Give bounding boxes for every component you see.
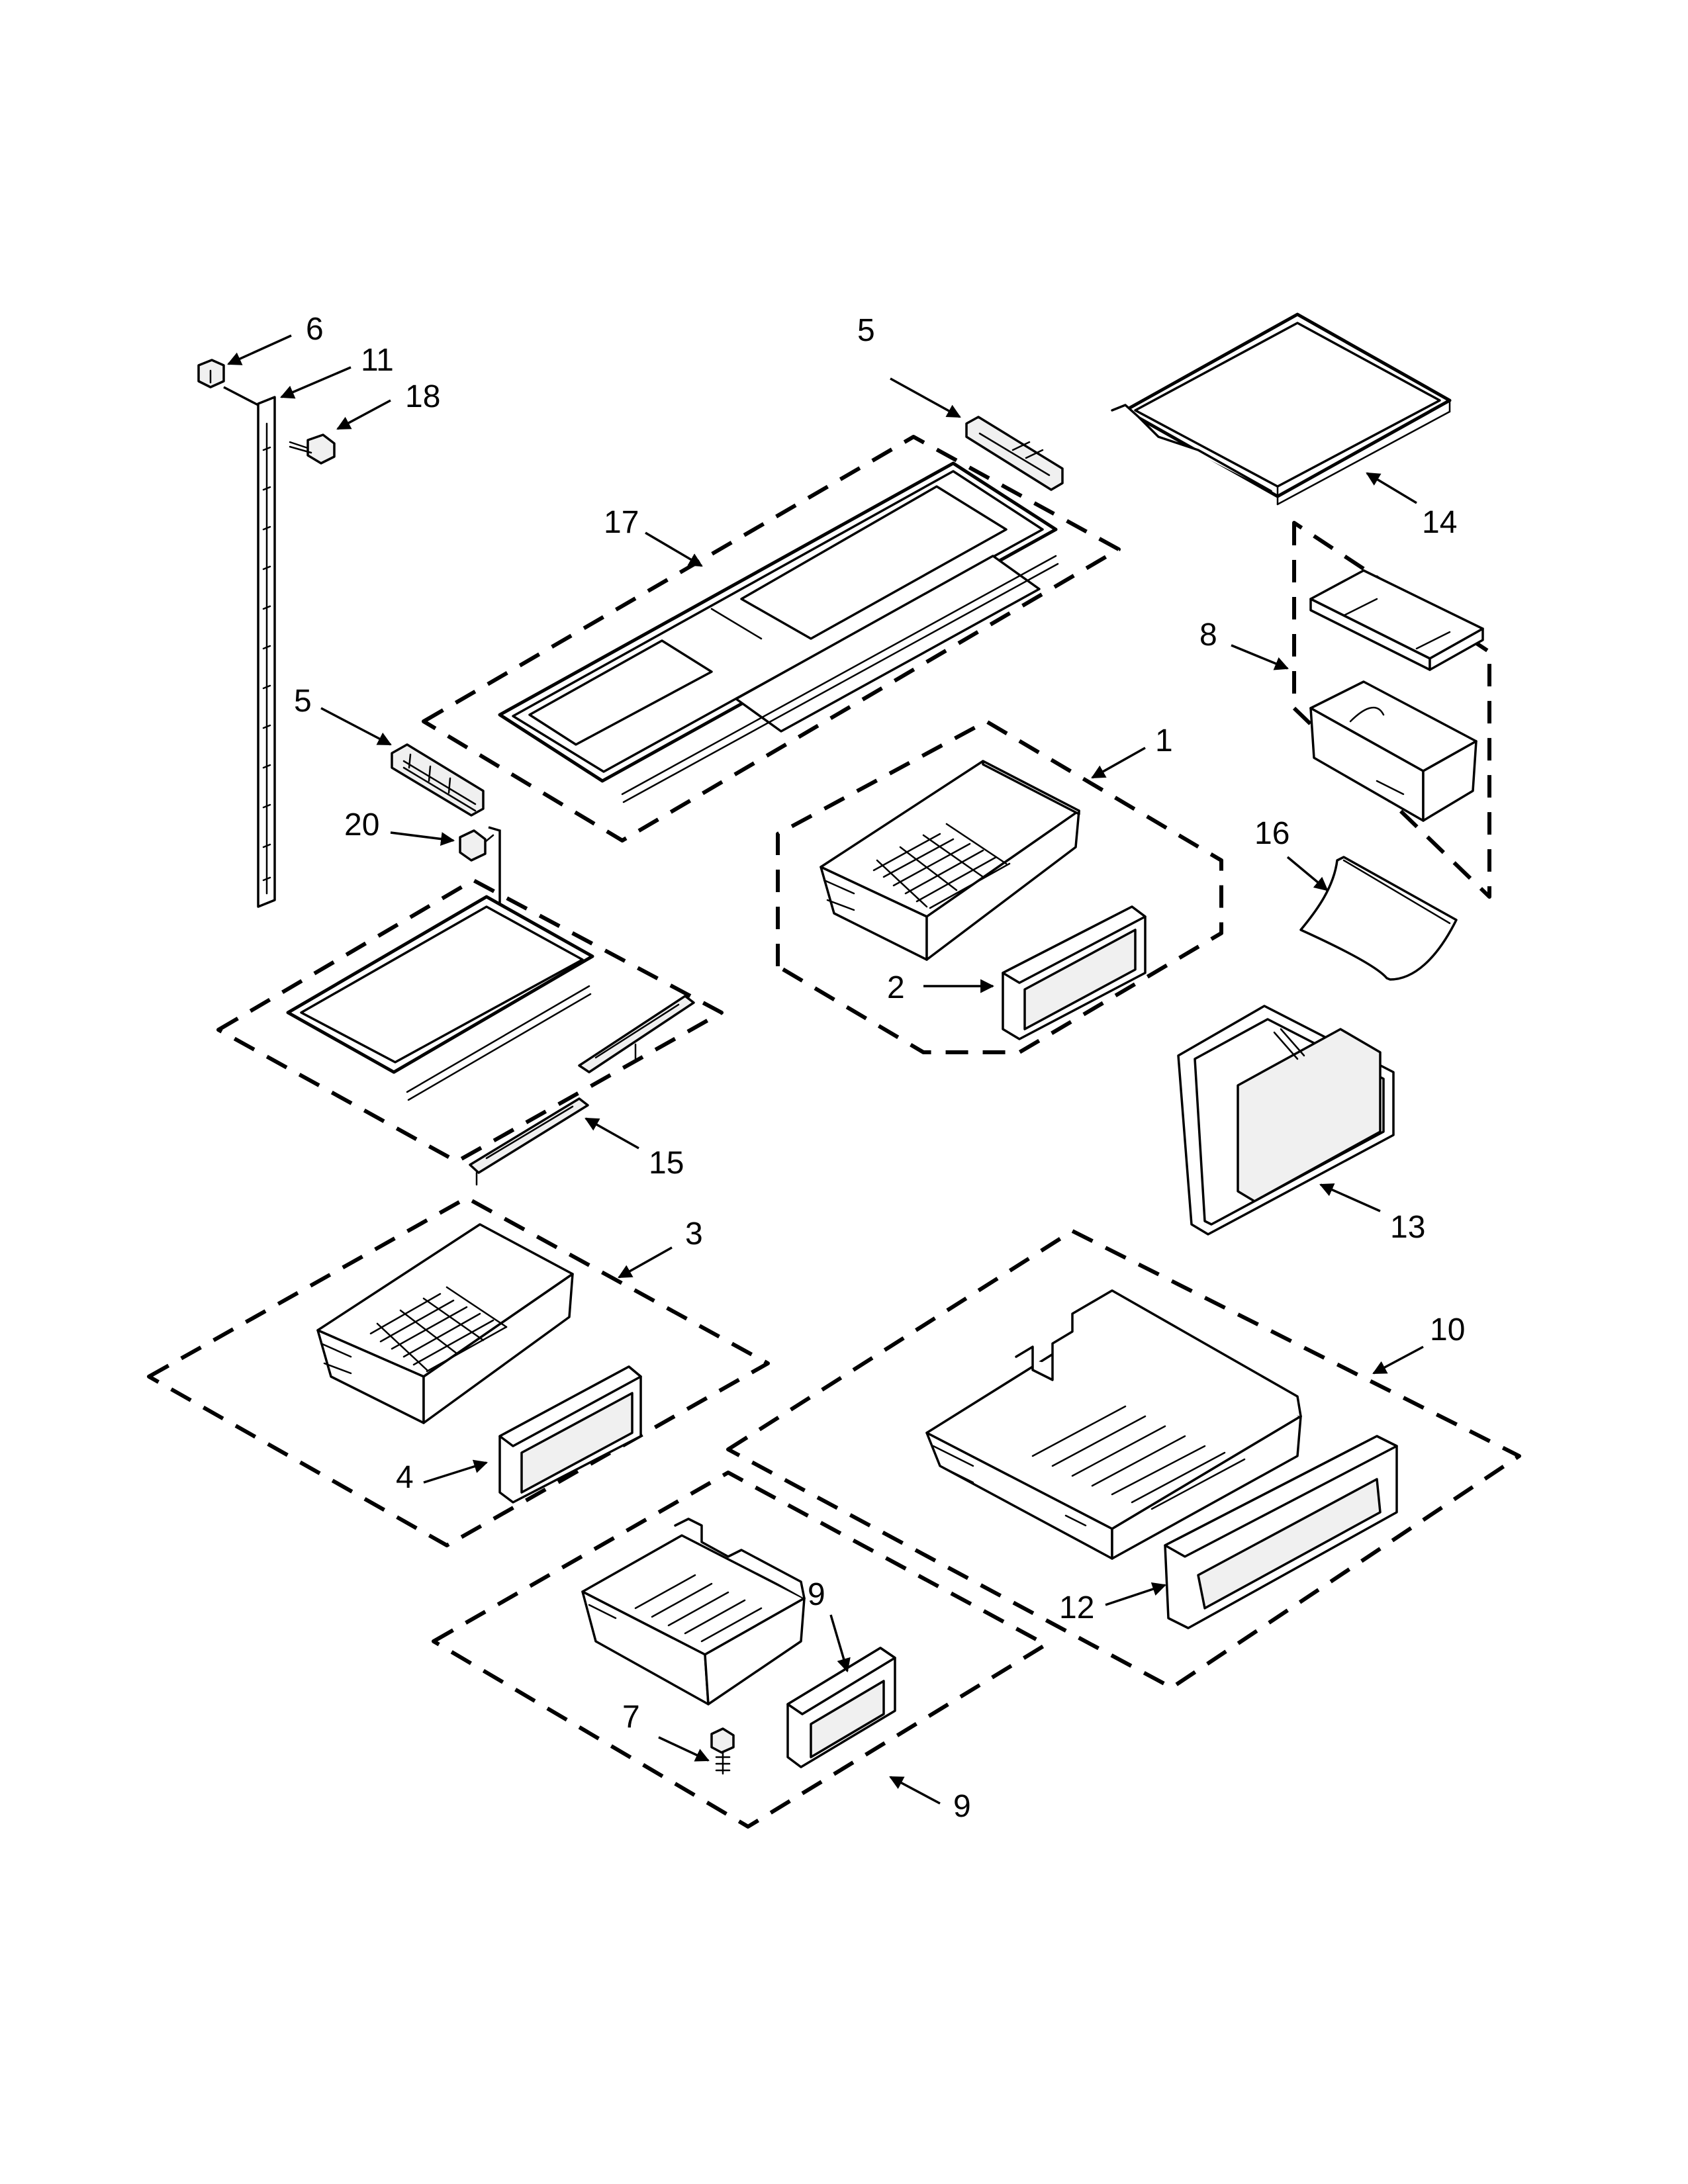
callout-17: 16 (1254, 816, 1289, 851)
callout-20: 20 (344, 807, 379, 842)
callout-9: 9 (953, 1789, 971, 1824)
callout-7: 7 (622, 1700, 640, 1735)
leader-lines (227, 334, 1424, 1805)
rail-screw (289, 433, 336, 465)
group-outline-shelf-16 (216, 878, 724, 1163)
drawer-screw (710, 1727, 735, 1775)
snack-drawer-front (786, 1647, 896, 1768)
callouts: 6 11 18 5 14 17 8 5 1 16 20 2 15 13 3 10… (294, 312, 1465, 1824)
long-glass-shelf (498, 461, 1059, 803)
group-outline-shelf-18 (422, 435, 1121, 842)
callout-12: 12 (1059, 1590, 1094, 1625)
shelf-slide-bracket-left (469, 1097, 589, 1186)
shelf-rail-ladder (257, 396, 276, 908)
shelf-trim-left (391, 743, 485, 817)
callout-19: 18 (405, 379, 440, 414)
callout-14: 13 (1390, 1210, 1425, 1245)
snack-drawer (581, 1518, 806, 1706)
deli-shelf (1111, 312, 1452, 506)
pantry-drawer-front (1164, 1435, 1398, 1629)
shelf-screw (459, 829, 494, 862)
deli-bin-lid (1309, 569, 1484, 671)
callout-3: 3 (685, 1216, 703, 1251)
shelf-trim-top (965, 416, 1064, 491)
pantry-drawer (925, 1289, 1302, 1560)
deli-bin-base (1309, 680, 1477, 822)
callout-15: 14 (1422, 505, 1457, 540)
group-outline-drawer-9 (432, 1471, 1048, 1829)
callout-5-top: 5 (857, 313, 875, 348)
group-outline-crisper-1 (776, 719, 1223, 1054)
crisper-cover-lower (498, 1365, 642, 1504)
drawer-divider (1299, 856, 1458, 981)
group-outline-crisper-3 (147, 1196, 770, 1547)
callout-1: 1 (1155, 723, 1173, 758)
deli-drawer-door (1177, 1005, 1395, 1236)
rail-end-cap (197, 359, 225, 388)
callout-18: 17 (604, 505, 639, 540)
shelf-slide-bracket-right (578, 995, 695, 1073)
callout-5-left: 5 (294, 684, 312, 719)
callout-13: 11 (361, 343, 394, 378)
callout-4: 4 (396, 1460, 414, 1495)
group-outline-drawer-11 (726, 1229, 1521, 1690)
callout-6: 6 (306, 312, 324, 347)
short-glass-shelf (286, 895, 594, 1101)
crisper-drawer-upper (820, 760, 1080, 961)
crisper-cover-upper (1002, 905, 1147, 1040)
callout-11: 10 (1430, 1312, 1465, 1347)
callout-2: 2 (887, 970, 905, 1005)
callout-10: 9 (808, 1577, 825, 1612)
callout-8: 8 (1199, 617, 1217, 653)
callout-16: 15 (649, 1146, 684, 1181)
crisper-drawer-lower (316, 1223, 574, 1424)
